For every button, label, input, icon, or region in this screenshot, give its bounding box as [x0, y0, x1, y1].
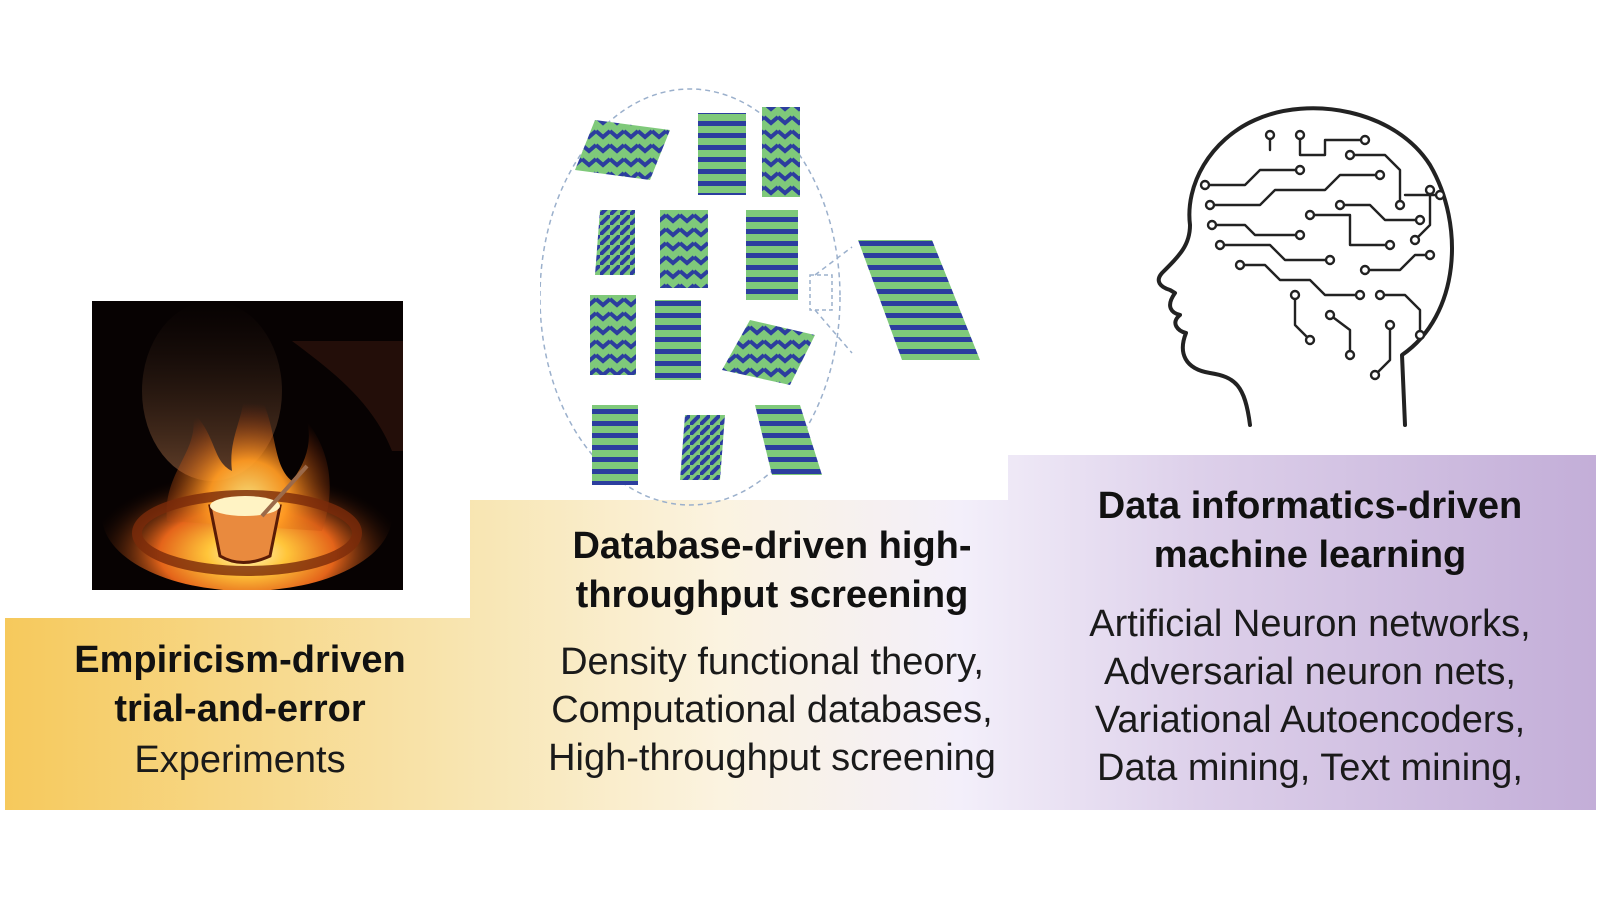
brain-circuit-icon [1150, 95, 1480, 435]
crystal-tile [722, 320, 815, 385]
step-empiricism: Empiricism-driven trial-and-error Experi… [20, 636, 460, 784]
circuit-traces [1203, 133, 1442, 377]
crystal-tile [595, 210, 635, 275]
head-outline [1156, 106, 1454, 427]
crystal-tile [592, 405, 638, 485]
step-item: Variational Autoencoders, [1094, 699, 1526, 741]
cluster-outline [539, 88, 841, 506]
crystal-tile [655, 300, 701, 380]
step-item: Data mining, Text mining, [1097, 747, 1523, 789]
step-items: Density functional theory, Computational… [512, 638, 1032, 782]
crystal-tile [660, 210, 708, 288]
step-item: Artificial Neuron networks, [1089, 603, 1531, 645]
crystal-tile [755, 405, 822, 475]
crystal-tile-enlarged [858, 240, 980, 360]
crystal-tile [575, 120, 670, 180]
step-title: Database-driven high- throughput screeni… [572, 525, 972, 616]
step-item: Adversarial neuron nets, [1104, 651, 1516, 693]
step-items: Experiments [20, 736, 460, 784]
crystal-structures [539, 85, 1010, 520]
crystal-tile [680, 415, 725, 480]
crystal-tile [762, 107, 800, 197]
fire-photo [92, 301, 403, 590]
crystal-tile [698, 113, 746, 195]
step-item: Computational databases, [551, 689, 993, 731]
crystal-tile [746, 210, 798, 300]
step-title: Data informatics-driven machine learning [1097, 485, 1523, 576]
crystal-tile [590, 295, 636, 375]
step-informatics: Data informatics-driven machine learning… [1050, 482, 1570, 792]
step-item: Experiments [134, 739, 346, 781]
circuit-nodes [1199, 129, 1446, 381]
step-item: High-throughput screening [548, 737, 996, 779]
step-item: Density functional theory, [560, 641, 984, 683]
step-title: Empiricism-driven trial-and-error [74, 639, 406, 730]
step-database: Database-driven high- throughput screeni… [512, 522, 1032, 782]
zoom-lines [814, 246, 853, 354]
step-items: Artificial Neuron networks, Adversarial … [1050, 600, 1570, 792]
